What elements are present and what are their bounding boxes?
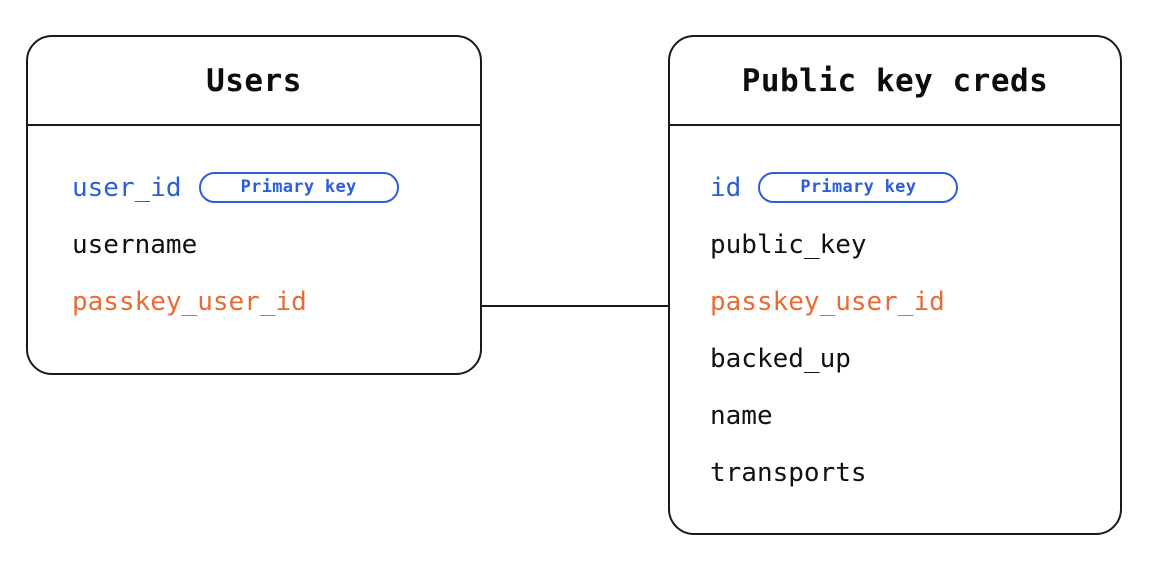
field-row-id[interactable]: id Primary key [710,159,1120,216]
field-label-transports: transports [710,457,867,488]
primary-key-badge-id: Primary key [758,172,959,203]
field-label-id: id [710,172,742,203]
field-row-name[interactable]: name [710,387,1120,444]
field-label-passkey-user-id: passkey_user_id [72,286,307,317]
entity-users-header: Users [28,37,480,126]
field-label-passkey-user-id: passkey_user_id [710,286,945,317]
field-label-username: username [72,229,198,260]
field-row-passkey-user-id[interactable]: passkey_user_id [72,273,480,330]
entity-users-title: Users [206,62,302,99]
field-row-user-id[interactable]: user_id Primary key [72,159,480,216]
field-label-name: name [710,400,773,431]
field-row-username[interactable]: username [72,216,480,273]
field-label-public-key: public_key [710,229,867,260]
entity-public-key-creds-header: Public key creds [670,37,1120,126]
entity-users-field-list: user_id Primary key username passkey_use… [28,126,480,330]
field-row-backed-up[interactable]: backed_up [710,330,1120,387]
entity-public-key-creds-title: Public key creds [741,62,1049,99]
field-row-passkey-user-id[interactable]: passkey_user_id [710,273,1120,330]
field-label-user-id: user_id [72,172,182,203]
primary-key-badge-user-id: Primary key [198,172,399,203]
relationship-line-users-to-public-key-creds [481,305,670,307]
entity-public-key-creds[interactable]: Public key creds id Primary key public_k… [668,35,1122,535]
primary-key-badge-label: Primary key [240,177,357,197]
entity-public-key-creds-field-list: id Primary key public_key passkey_user_i… [670,126,1120,501]
entity-users[interactable]: Users user_id Primary key username passk… [26,35,482,375]
field-row-public-key[interactable]: public_key [710,216,1120,273]
field-label-backed-up: backed_up [710,343,851,374]
field-row-transports[interactable]: transports [710,444,1120,501]
primary-key-badge-label: Primary key [800,177,917,197]
